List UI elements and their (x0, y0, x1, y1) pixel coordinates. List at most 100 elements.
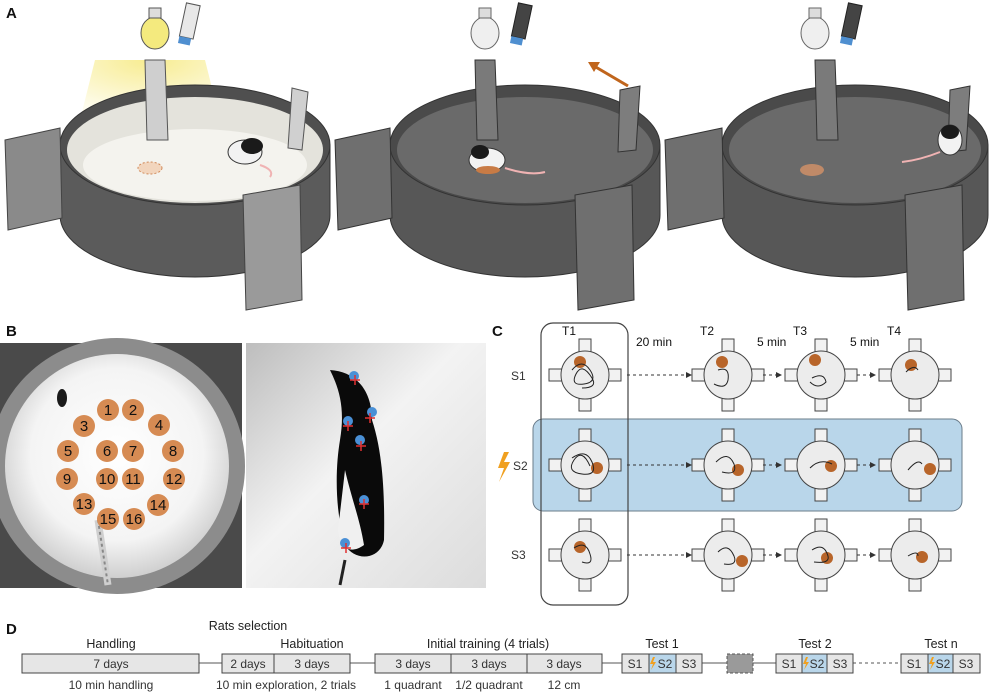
maze-trial (878, 428, 952, 502)
quadrant-number: 8 (169, 443, 177, 460)
arena-dark-1 (334, 2, 661, 311)
note-label: 10 min handling (69, 678, 154, 692)
target-location (809, 354, 821, 366)
note-label: 10 min exploration, 2 trials (216, 678, 356, 692)
phase-label: Test 1 (645, 637, 678, 651)
quadrant-number: 5 (64, 443, 72, 460)
phase-label: Handling (86, 637, 135, 651)
quadrant-number: 15 (100, 511, 117, 528)
first-trial-box (540, 322, 629, 606)
rat-trajectory (717, 547, 736, 565)
test-cell-label: S3 (682, 657, 697, 671)
maze-arena (890, 440, 940, 490)
rat-trajectory (907, 552, 919, 557)
intermediate-session-box (726, 653, 754, 674)
maze-trial (548, 428, 622, 502)
maze-arena (703, 530, 753, 580)
maze-trial (691, 338, 765, 412)
panel-label-a: A (6, 5, 17, 22)
maze-trial (548, 338, 622, 412)
test-cell-label: S2 (658, 657, 673, 671)
interval-label: 5 min (757, 335, 786, 349)
rat-trajectory (809, 375, 827, 387)
target-location (716, 356, 728, 368)
maze-trial (878, 338, 952, 412)
camera-icon (177, 2, 201, 46)
test-cell-label: S1 (907, 657, 922, 671)
maze-arena (796, 350, 846, 400)
target-location (821, 552, 833, 564)
camera-icon (509, 2, 533, 46)
interval-label: 20 min (636, 335, 672, 349)
quadrant-number: 6 (103, 443, 111, 460)
rat-trajectory (907, 461, 923, 471)
phase-label: Habituation (280, 637, 343, 651)
test-cell-label: S1 (628, 657, 643, 671)
habituation-bar (273, 653, 351, 674)
trial-label: T1 (562, 324, 576, 338)
target-location (591, 462, 603, 474)
training-bar-3 (526, 653, 603, 674)
session-label: S3 (511, 548, 526, 562)
quadrant-number: 3 (80, 418, 88, 435)
lightning-icon (498, 452, 510, 482)
panel-label-b: B (6, 323, 17, 340)
arena-photo-top (0, 338, 245, 594)
maze-arena (560, 440, 610, 490)
duration-label: 2 days (230, 657, 265, 671)
test-cell-label: S1 (782, 657, 797, 671)
trial-label: T4 (887, 324, 901, 338)
rat-trajectory (570, 453, 595, 475)
duration-label: 3 days (546, 657, 581, 671)
duration-label: 7 days (93, 657, 128, 671)
target-location (825, 460, 837, 472)
test-2-cells: S1 S2 S3 (775, 653, 854, 674)
light-bulb-icon (470, 7, 500, 50)
test-cell-label: S2 (936, 657, 951, 671)
interval-label: 5 min (850, 335, 879, 349)
rat-trajectory (905, 366, 919, 373)
maze-arena (890, 350, 940, 400)
maze-trial (691, 428, 765, 502)
target-location (916, 551, 928, 563)
test-1-cells: S1 S2 S3 (621, 653, 703, 674)
light-bulb-icon (800, 7, 830, 50)
quadrant-targets (56, 399, 185, 530)
target-location (574, 541, 586, 553)
light-bulb-icon (140, 7, 170, 50)
quadrant-number: 1 (104, 402, 112, 419)
duration-label: 3 days (294, 657, 329, 671)
quadrant-number: 2 (129, 402, 137, 419)
maze-trial (784, 428, 858, 502)
test-cell-label: S2 (810, 657, 825, 671)
trial-arrows (627, 372, 876, 558)
maze-trial (784, 338, 858, 412)
test-cell-label: S3 (833, 657, 848, 671)
duration-label: 3 days (471, 657, 506, 671)
duration-label: 3 days (395, 657, 430, 671)
quadrant-number: 12 (166, 471, 183, 488)
rat (227, 138, 273, 178)
note-label: 12 cm (548, 678, 581, 692)
rat-trajectory (571, 363, 595, 389)
quadrant-number: 13 (76, 496, 93, 513)
arena-dark-2 (664, 2, 989, 311)
phase-label: Rats selection (209, 619, 288, 633)
test-cell-label: S3 (959, 657, 974, 671)
quadrant-number: 7 (129, 443, 137, 460)
rat-trajectory (809, 461, 833, 469)
maze-arena (560, 350, 610, 400)
target-location (732, 464, 744, 476)
maze-arena (796, 440, 846, 490)
quadrant-number: 4 (155, 417, 163, 434)
maze-trial (548, 518, 622, 592)
maze-arena (703, 440, 753, 490)
camera-icon (839, 2, 863, 46)
note-label: 1 quadrant (384, 678, 442, 692)
exit-arrow-icon (588, 62, 629, 88)
trial-label: T3 (793, 324, 807, 338)
phase-label: Initial training (4 trials) (427, 637, 549, 651)
quadrant-numbers: 1 2 3 4 5 6 7 8 9 10 11 12 13 14 15 16 (63, 402, 183, 528)
